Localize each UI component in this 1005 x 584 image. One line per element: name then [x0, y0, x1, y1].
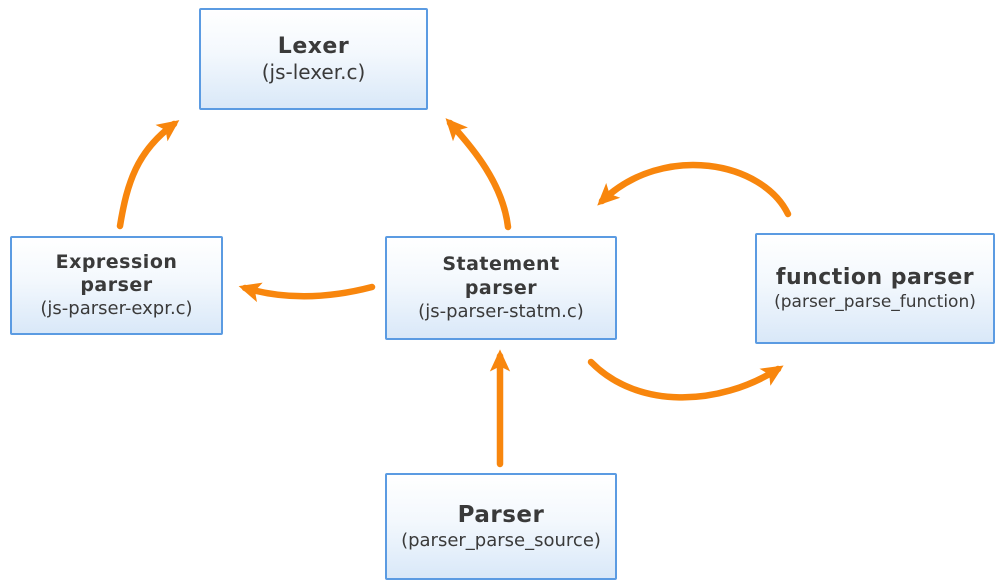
node-statement-parser-subtitle: (js-parser-statm.c) — [418, 300, 584, 322]
node-expression-parser: Expression parser (js-parser-expr.c) — [10, 236, 223, 335]
node-function-parser-subtitle: (parser_parse_function) — [774, 291, 976, 312]
arrow-statement-parser-to-expression-parser — [238, 282, 376, 303]
node-expression-parser-subtitle: (js-parser-expr.c) — [40, 298, 193, 319]
node-parser-title: Parser — [457, 501, 545, 528]
arrow-expression-parser-to-lexer — [116, 120, 180, 230]
node-parser: Parser (parser_parse_source) — [385, 473, 617, 580]
arrow-statement-parser-to-lexer — [445, 118, 512, 231]
node-function-parser: function parser (parser_parse_function) — [755, 233, 995, 344]
node-lexer-title: Lexer — [277, 33, 350, 59]
node-function-parser-title: function parser — [775, 265, 975, 291]
node-parser-subtitle: (parser_parse_source) — [401, 529, 601, 551]
arrow-statement-parser-to-function-parser — [587, 358, 784, 401]
node-statement-parser: Statement parser (js-parser-statm.c) — [385, 236, 617, 340]
node-statement-parser-title: Statement parser — [442, 253, 560, 299]
node-lexer: Lexer (js-lexer.c) — [199, 8, 428, 110]
node-lexer-subtitle: (js-lexer.c) — [261, 60, 366, 85]
node-expression-parser-title: Expression parser — [55, 250, 178, 297]
arrow-function-parser-to-statement-parser — [597, 161, 792, 218]
